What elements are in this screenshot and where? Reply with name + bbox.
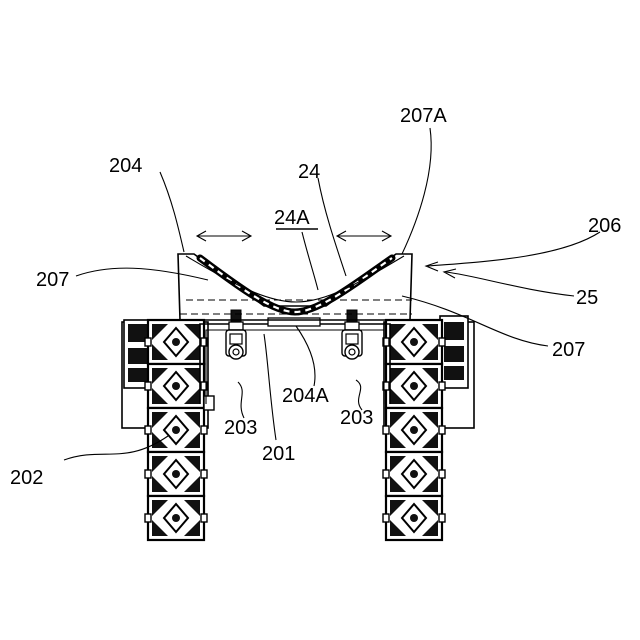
label-201: 201 [262,443,295,465]
label-25: 25 [576,287,598,309]
right-double-arrow [337,231,391,241]
label-206-arrow [426,232,600,271]
label-207A: 207A [400,105,447,127]
label-203-right: 203 [340,407,373,429]
label-204: 204 [109,155,142,177]
left-double-arrow [197,231,251,241]
label-203-left: 203 [224,417,257,439]
right-extrusion-rail [383,316,474,540]
label-24A: 24A [274,207,310,229]
label-206: 206 [588,215,621,237]
label-25-arrow [444,269,574,296]
label-207-right: 207 [552,339,585,361]
left-bolt [226,310,246,359]
label-24: 24 [298,161,320,183]
label-202: 202 [10,467,43,489]
right-bolt [342,310,362,359]
label-207-left: 207 [36,269,69,291]
belt-24 [186,256,404,312]
label-204A: 204A [282,385,329,407]
